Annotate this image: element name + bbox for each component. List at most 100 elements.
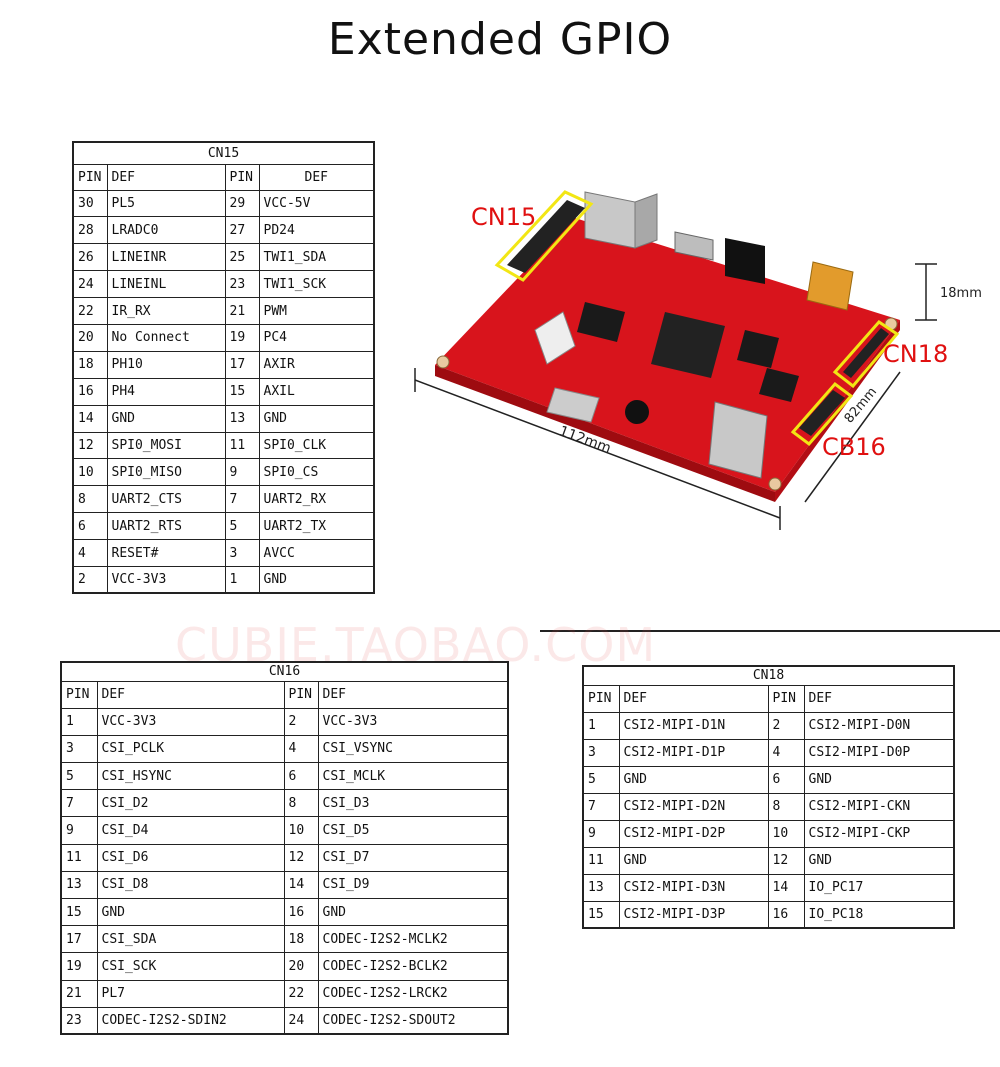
cn18-caption: CN18 [582,665,955,686]
height-label: 18mm [940,286,982,301]
pin-def: CSI_D4 [96,816,285,845]
pin-number: 16 [283,897,319,927]
pin-number: 28 [72,216,108,245]
def-header: DEF [106,163,226,191]
pin-number: 11 [224,431,260,460]
pin-def: CSI_D6 [96,843,285,872]
pin-def: SPI0_MISO [106,458,226,487]
pin-def: PWM [258,297,375,325]
pin-number: 26 [72,243,108,272]
def-header: DEF [96,680,285,709]
pin-def: GND [317,897,509,927]
pin-number: 14 [283,870,319,900]
pin-def: GND [96,897,285,927]
def-header: DEF [618,684,769,713]
pin-number: 1 [224,565,260,594]
pin-number: 22 [72,297,108,325]
pin-def: CODEC-I2S2-MCLK2 [317,925,509,954]
pin-def: CSI2-MIPI-CKN [803,792,955,821]
power-jack [725,238,765,284]
ethernet-port [584,191,636,249]
pin-def: CSI_VSYNC [317,734,509,764]
pin-number: 7 [582,792,620,821]
pin-def: PC4 [258,323,375,352]
pin-def: CSI2-MIPI-D0P [803,738,955,767]
pin-def: GND [106,404,226,433]
pin-def: PD24 [258,216,375,245]
pin-def: IR_RX [106,297,226,325]
pin-def: CSI_D3 [317,789,509,818]
board-photo [395,140,1000,600]
micro-hdmi [806,261,854,311]
pin-number: 29 [224,189,260,218]
pin-def: CSI2-MIPI-D0N [803,711,955,740]
pin-def: IO_PC18 [803,900,955,929]
pin-def: CODEC-I2S2-BCLK2 [317,952,509,981]
pin-def: No Connect [106,323,226,352]
pin-def: UART2_TX [258,512,375,541]
pin-number: 21 [60,979,98,1008]
pin-def: TWI1_SCK [258,270,375,299]
board-illustration [414,190,937,530]
pin-number: 5 [60,762,98,791]
cn15-header [507,200,585,273]
pin-def: GND [618,846,769,875]
pin-def: CODEC-I2S2-LRCK2 [317,979,509,1008]
pin-header: PIN [582,684,620,713]
pin-number: 18 [72,350,108,379]
pin-def: CODEC-I2S2-SDOUT2 [317,1006,509,1035]
pin-def: CSI_D7 [317,843,509,872]
pin-number: 1 [582,711,620,740]
pin-number: 12 [283,843,319,872]
cn15-highlight [494,190,594,282]
pin-number: 7 [60,789,98,818]
pin-number: 7 [224,485,260,514]
pin-def: AXIL [258,377,375,406]
pin-number: 3 [60,734,98,764]
pin-number: 13 [582,873,620,902]
pin-number: 18 [283,925,319,954]
pin-def: CSI2-MIPI-D3P [618,900,769,929]
cn18-header [843,328,889,378]
pin-number: 15 [60,897,98,927]
pin-def: GND [618,765,769,794]
pin-def: VCC-3V3 [317,707,509,736]
pin-number: 22 [283,979,319,1008]
pin-def: CSI2-MIPI-D3N [618,873,769,902]
pin-number: 12 [767,846,805,875]
pin-number: 3 [582,738,620,767]
pin-number: 19 [60,952,98,981]
cn15-annotation: CN15 [471,203,537,231]
pin-number: 10 [767,819,805,848]
cn16-caption: CN16 [60,661,509,682]
cb16-annotation: CB16 [822,433,886,461]
pin-def: LRADC0 [106,216,226,245]
length-dimension-line [414,379,781,519]
pin-number: 4 [767,738,805,767]
pin-number: 10 [72,458,108,487]
pin-number: 8 [283,789,319,818]
section-divider [540,630,1000,632]
def-header: DEF [317,680,509,709]
pin-def: SPI0_CS [258,458,375,487]
pin-def: CSI_D2 [96,789,285,818]
pin-def: GND [258,565,375,594]
